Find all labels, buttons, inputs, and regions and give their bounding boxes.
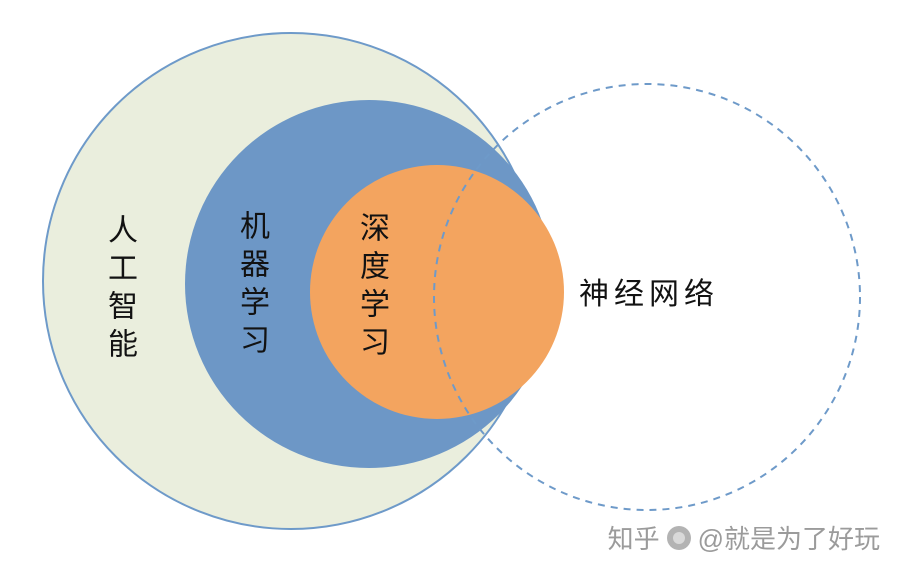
label-machine-learning: 机器学习 bbox=[235, 210, 268, 362]
watermark: 知乎 @就是为了好玩 bbox=[608, 519, 880, 556]
watermark-brand: 知乎 bbox=[607, 524, 660, 554]
watermark-avatar-icon bbox=[666, 525, 691, 550]
watermark-handle: @就是为了好玩 bbox=[697, 524, 880, 554]
circle-deep-learning bbox=[310, 165, 564, 419]
label-deep-learning: 深度学习 bbox=[355, 212, 388, 364]
circle-neural-network bbox=[433, 83, 861, 511]
label-artificial-intelligence: 人工智能 bbox=[103, 214, 136, 366]
label-neural-network: 神经网络 bbox=[579, 278, 719, 311]
